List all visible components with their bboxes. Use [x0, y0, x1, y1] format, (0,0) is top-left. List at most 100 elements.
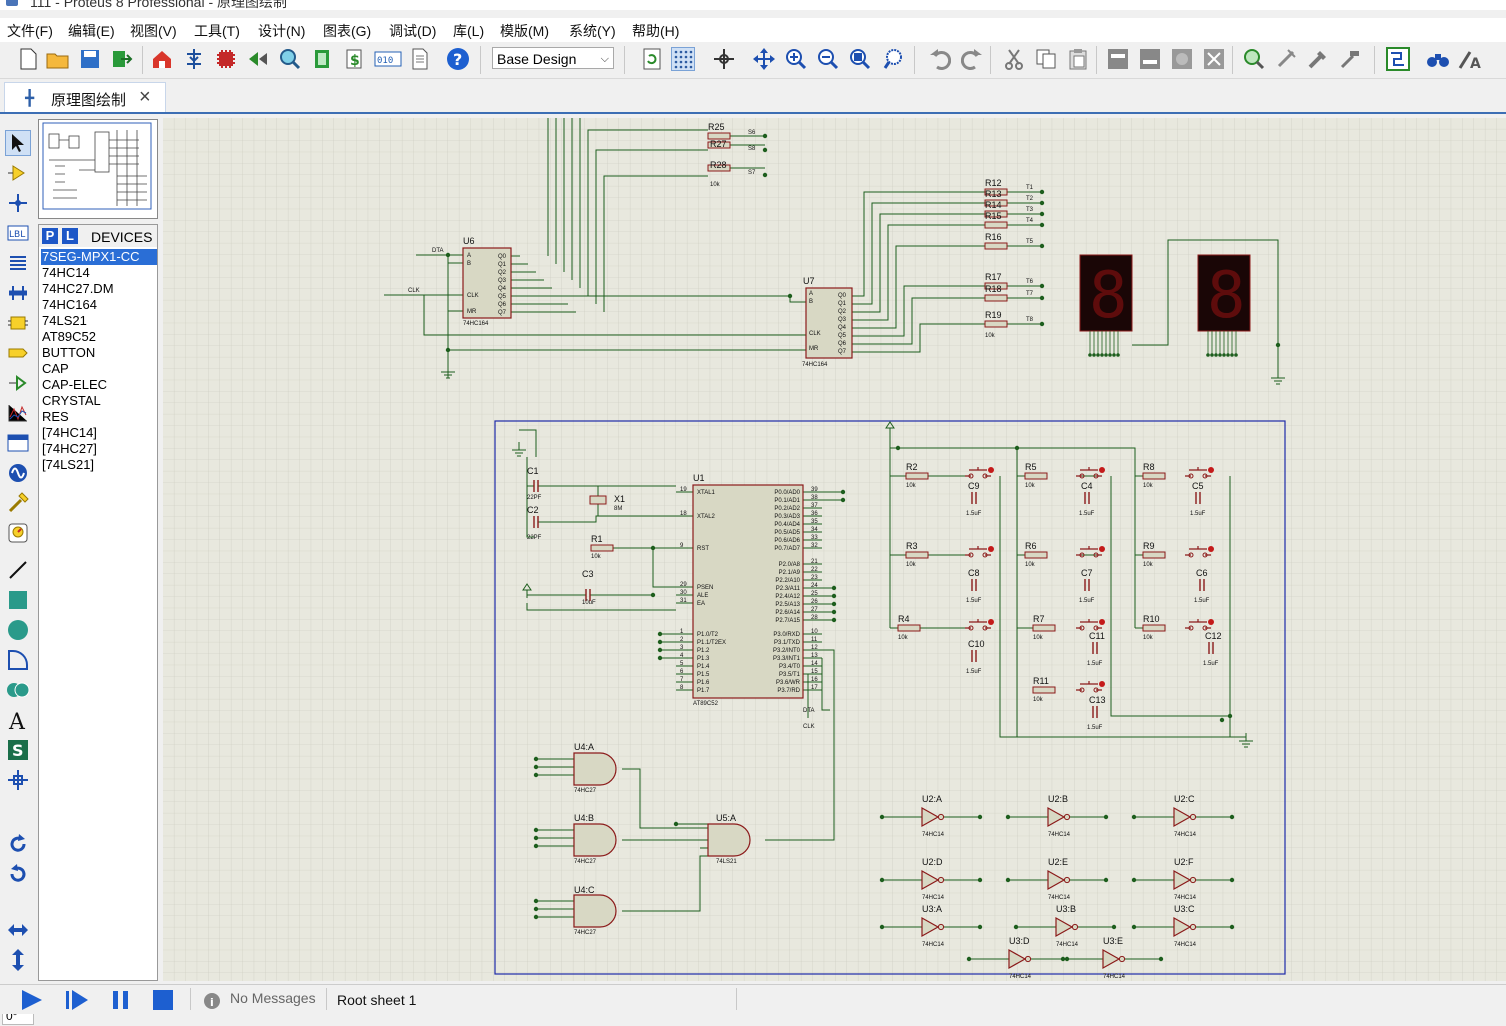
menu-view[interactable]: 视图(V)	[130, 23, 177, 39]
subcircuit-icon[interactable]	[5, 310, 31, 336]
menu-help[interactable]: 帮助(H)	[632, 23, 680, 39]
play-icon[interactable]	[20, 989, 44, 1011]
device-list-item[interactable]: BUTTON	[42, 345, 96, 360]
rotate-clockwise-icon[interactable]	[5, 831, 31, 857]
rotate-anticlockwise-icon[interactable]	[5, 861, 31, 887]
tab-schematic-capture[interactable]: ╋ 原理图绘制 ×	[4, 82, 166, 112]
packaging-tool-icon[interactable]	[1306, 47, 1330, 71]
marker-icon[interactable]	[5, 767, 31, 793]
pick-device-icon[interactable]	[1242, 47, 1266, 71]
block-delete-icon[interactable]	[1202, 47, 1226, 71]
refresh-icon[interactable]	[640, 47, 664, 71]
menu-system[interactable]: 系统(Y)	[569, 23, 616, 39]
wire-autorouter-icon[interactable]	[1386, 47, 1410, 71]
redo-icon[interactable]	[960, 47, 984, 71]
home-icon[interactable]	[150, 47, 174, 71]
bus-icon[interactable]	[5, 280, 31, 306]
circle-draw-icon[interactable]	[5, 617, 31, 643]
mirror-vertical-icon[interactable]	[5, 947, 31, 973]
device-list-item[interactable]: CAP-ELEC	[42, 377, 108, 392]
pcb-layout-icon[interactable]	[214, 47, 238, 71]
pan-icon[interactable]	[752, 47, 776, 71]
zoom-all-icon[interactable]	[848, 47, 872, 71]
new-file-icon[interactable]	[16, 47, 40, 71]
block-copy-icon[interactable]	[1106, 47, 1130, 71]
menu-library[interactable]: 库(L)	[453, 23, 485, 39]
paste-icon[interactable]	[1066, 47, 1090, 71]
origin-icon[interactable]	[712, 47, 736, 71]
device-list-item[interactable]: AT89C52	[42, 329, 96, 344]
open-folder-icon[interactable]	[46, 47, 70, 71]
device-pins-icon[interactable]	[5, 370, 31, 396]
make-device-icon[interactable]	[1274, 47, 1298, 71]
menu-file[interactable]: 文件(F)	[7, 23, 53, 39]
graph-mode-icon[interactable]	[5, 400, 31, 426]
property-assignment-icon[interactable]: A	[1458, 47, 1482, 71]
menu-template[interactable]: 模版(M)	[500, 23, 549, 39]
block-rotate-icon[interactable]	[1170, 47, 1194, 71]
text-draw-icon[interactable]: A	[5, 707, 31, 733]
schematic-capture-icon[interactable]	[182, 47, 206, 71]
device-list-item[interactable]: 74HC164	[42, 297, 97, 312]
save-icon[interactable]	[78, 47, 102, 71]
undo-icon[interactable]	[928, 47, 952, 71]
line-draw-icon[interactable]	[5, 557, 31, 583]
zoom-in-icon[interactable]	[784, 47, 808, 71]
close-icon[interactable]: ×	[139, 86, 151, 108]
symbol-icon[interactable]: S	[5, 737, 31, 763]
text-script-icon[interactable]	[5, 250, 31, 276]
cut-icon[interactable]	[1002, 47, 1026, 71]
zoom-area-icon[interactable]	[882, 47, 906, 71]
generator-mode-icon[interactable]	[5, 460, 31, 486]
design-explorer-icon[interactable]	[310, 47, 334, 71]
box-draw-icon[interactable]	[5, 587, 31, 613]
device-list-item[interactable]: 74HC27.DM	[42, 281, 114, 296]
search-tag-icon[interactable]	[1426, 47, 1450, 71]
arc-draw-icon[interactable]	[5, 647, 31, 673]
device-list-item[interactable]: [74HC27]	[42, 441, 97, 456]
decompose-icon[interactable]	[1338, 47, 1362, 71]
menu-design[interactable]: 设计(N)	[258, 23, 306, 39]
wire-label-icon[interactable]: LBL	[5, 220, 31, 246]
stop-icon[interactable]	[152, 989, 176, 1011]
device-list-item[interactable]: RES	[42, 409, 69, 424]
device-list-item[interactable]: [74LS21]	[42, 457, 95, 472]
selection-mode-icon[interactable]	[5, 130, 31, 156]
tape-recorder-icon[interactable]	[5, 430, 31, 456]
device-list-item[interactable]: CRYSTAL	[42, 393, 101, 408]
mirror-horizontal-icon[interactable]	[5, 917, 31, 943]
copy-icon[interactable]	[1034, 47, 1058, 71]
design-variant-select[interactable]: Base Design ⌵	[492, 47, 614, 69]
component-mode-icon[interactable]	[5, 160, 31, 186]
virtual-instruments-icon[interactable]	[5, 520, 31, 546]
menu-graph[interactable]: 图表(G)	[323, 23, 372, 39]
pause-icon[interactable]	[110, 989, 134, 1011]
library-manager-button[interactable]: L	[62, 228, 78, 244]
status-messages[interactable]: No Messages	[230, 990, 316, 1006]
junction-dot-icon[interactable]	[5, 190, 31, 216]
zoom-out-icon[interactable]	[816, 47, 840, 71]
documentation-icon[interactable]	[408, 47, 432, 71]
menu-debug[interactable]: 调试(D)	[389, 23, 437, 39]
voltage-probe-icon[interactable]	[5, 490, 31, 516]
grid-toggle-icon[interactable]	[671, 47, 695, 71]
pick-devices-button[interactable]: P	[42, 228, 58, 244]
device-list-item[interactable]: CAP	[42, 361, 69, 376]
path-draw-icon[interactable]	[5, 677, 31, 703]
import-icon[interactable]	[110, 47, 134, 71]
block-move-icon[interactable]	[1138, 47, 1162, 71]
bill-of-materials-icon[interactable]: $	[342, 47, 366, 71]
device-list-item[interactable]: 74LS21	[42, 313, 87, 328]
device-list-item[interactable]: 74HC14	[42, 265, 90, 280]
terminals-mode-icon[interactable]	[5, 340, 31, 366]
device-list-item[interactable]: [74HC14]	[42, 425, 97, 440]
help-icon[interactable]: ?	[446, 47, 470, 71]
menu-edit[interactable]: 编辑(E)	[68, 23, 115, 39]
overview-window[interactable]	[38, 119, 158, 219]
step-icon[interactable]	[64, 989, 88, 1011]
source-code-icon[interactable]: 010	[374, 47, 402, 71]
device-list-item[interactable]: 7SEG-MPX1-CC	[41, 249, 157, 265]
gerber-viewer-icon[interactable]	[278, 47, 302, 71]
3d-viewer-icon[interactable]	[246, 47, 270, 71]
